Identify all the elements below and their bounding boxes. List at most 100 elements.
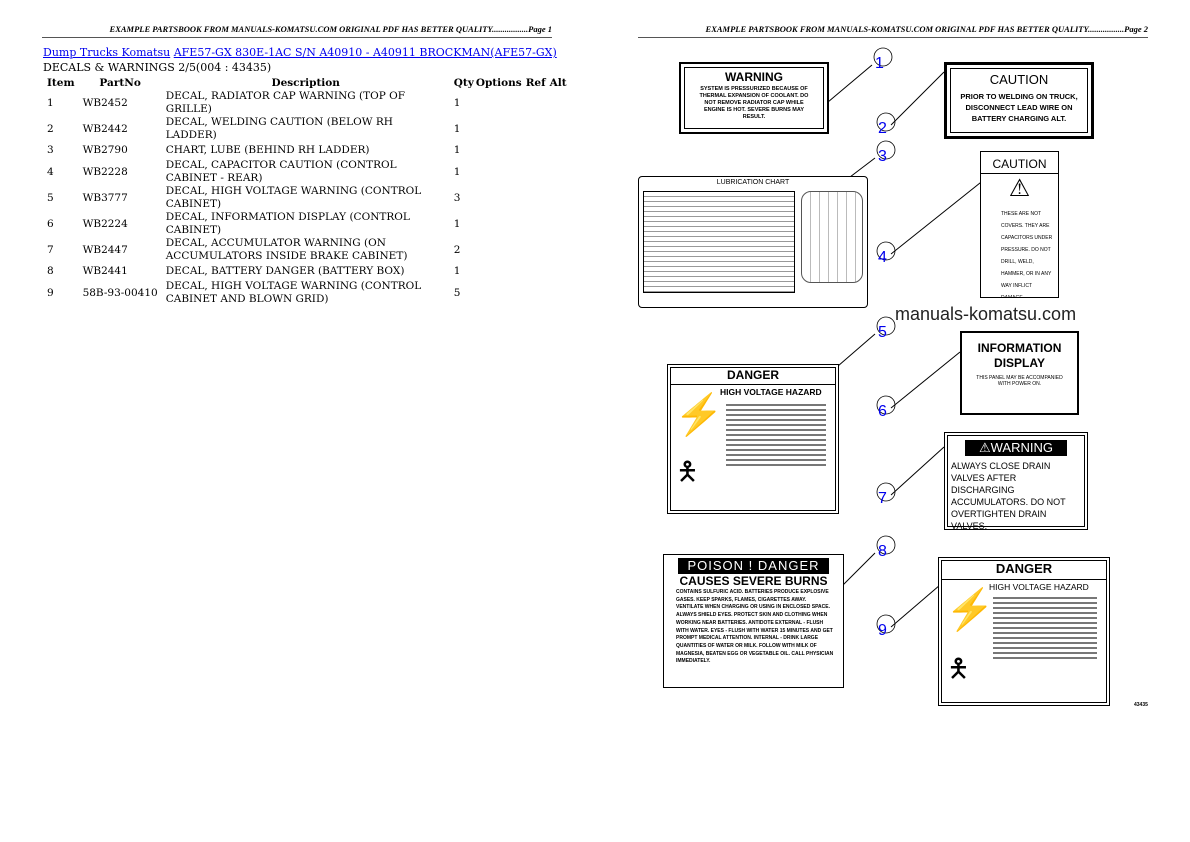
cell-item: 8 (47, 265, 54, 277)
cell-item: 4 (47, 165, 54, 178)
person-shock-icon: 🯅 (947, 653, 970, 683)
breadcrumb-link-model[interactable]: AFE57-GX 830E-1AC S/N A40910 - A40911 BR… (173, 46, 557, 59)
decal-capacitor-caution: CAUTION ⚠ THESE ARE NOT COVERS. THEY ARE… (980, 151, 1059, 298)
callout-number: 6 (878, 403, 887, 420)
decal-battery-danger: POISON ! DANGER CAUSES SEVERE BURNS CONT… (663, 554, 844, 688)
callout-number: 1 (875, 55, 884, 72)
warning-triangle-icon: ⚠ (1008, 175, 1031, 202)
lightning-bolt-icon: ⚡ (674, 393, 724, 437)
leader-line (849, 157, 876, 178)
callout-circle (873, 47, 893, 67)
col-options: Options (475, 77, 522, 89)
cell-partno: WB3777 (82, 191, 128, 204)
decal-subtitle: HIGH VOLTAGE HAZARD (989, 582, 1089, 592)
cell-description: DECAL, ACCUMULATOR WARNING (ON ACCUMULAT… (165, 237, 408, 262)
decal-text: CONTAINS SULFURIC ACID. BATTERIES PRODUC… (676, 589, 834, 665)
figure-number: 43435 (1134, 702, 1148, 708)
cell-qty: 1 (453, 265, 461, 277)
cell-description: DECAL, HIGH VOLTAGE WARNING (CONTROL CAB… (165, 280, 422, 305)
cell-item: 6 (47, 217, 54, 230)
callout-circle (876, 112, 896, 132)
decal-title: POISON ! DANGER (678, 558, 829, 574)
callout-number: 8 (878, 543, 887, 560)
cell-partno: WB2447 (82, 243, 128, 256)
callout-number: 7 (878, 490, 887, 507)
col-qty: Qty (453, 77, 474, 89)
lightning-bolt-icon: ⚡ (945, 588, 995, 632)
person-shock-icon: 🯅 (676, 456, 699, 486)
cell-partno: WB2228 (82, 165, 128, 178)
parts-table: Item PartNo Description Qty Options Ref … (43, 76, 569, 306)
callout-2: 2 (876, 71, 945, 137)
cell-description: DECAL, CAPACITOR CAUTION (CONTROL CABINE… (165, 159, 397, 184)
callout-circle (876, 140, 896, 160)
cell-qty: 1 (453, 144, 461, 156)
col-ref: Ref (525, 77, 546, 89)
decal-text: THESE ARE NOT COVERS. THEY ARE CAPACITOR… (1001, 211, 1053, 298)
cell-partno: WB2790 (82, 144, 128, 156)
decal-title: WARNING (725, 70, 783, 84)
decal-welding-caution: CAUTION PRIOR TO WELDING ON TRUCK, DISCO… (944, 62, 1094, 139)
callout-circle (876, 482, 896, 502)
leader-line (827, 64, 873, 103)
cell-partno: WB2442 (82, 122, 128, 135)
col-alt: Alt (549, 77, 567, 89)
cell-description: DECAL, HIGH VOLTAGE WARNING (CONTROL CAB… (165, 185, 422, 210)
callout-5: 5 (837, 316, 896, 367)
decal-radiator-warning: WARNING SYSTEM IS PRESSURIZED BECAUSE OF… (679, 62, 829, 134)
decal-text: THIS PANEL MAY BE ACCOMPANIED WITH POWER… (976, 375, 1063, 387)
callout-number: 4 (878, 249, 887, 266)
callout-7: 7 (876, 446, 945, 507)
decal-subtitle: CAUSES SEVERE BURNS (679, 574, 828, 588)
leader-line (890, 71, 945, 126)
page1-header: EXAMPLE PARTSBOOK FROM MANUALS-KOMATSU.C… (42, 24, 552, 38)
cell-qty: 5 (453, 286, 461, 299)
callout-8: 8 (842, 535, 896, 586)
watermark: manuals-komatsu.com (895, 304, 1077, 324)
warning-triangle-icon: ⚠ (978, 440, 991, 455)
cell-description: DECAL, INFORMATION DISPLAY (CONTROL CABI… (165, 211, 410, 236)
cell-item: 3 (47, 144, 54, 156)
callout-circle (876, 241, 896, 261)
leader-line (842, 552, 876, 586)
callout-number: 3 (878, 148, 887, 165)
cell-description: DECAL, WELDING CAUTION (BELOW RH LADDER) (165, 116, 393, 141)
leader-line (890, 351, 961, 409)
cell-partno: WB2452 (82, 96, 128, 109)
callout-circle (876, 395, 896, 415)
page2-header: EXAMPLE PARTSBOOK FROM MANUALS-KOMATSU.C… (638, 24, 1148, 38)
callout-circle (876, 316, 896, 336)
callout-number: 9 (878, 622, 887, 639)
decal-subtitle: HIGH VOLTAGE HAZARD (720, 387, 822, 397)
breadcrumb-link-category[interactable]: Dump Trucks Komatsu (43, 46, 171, 59)
decal-text: PRIOR TO WELDING ON TRUCK, DISCONNECT LE… (960, 92, 1078, 123)
decal-title: LUBRICATION CHART (716, 179, 790, 186)
cell-description: DECAL, BATTERY DANGER (BATTERY BOX) (165, 265, 405, 277)
table-row: 7 WB2447 DECAL, ACCUMULATOR WARNING (ON AC… (43, 237, 569, 263)
leader-line (890, 584, 941, 628)
decal-title: WARNING (990, 440, 1053, 455)
decal-information-display: INFORMATION DISPLAY THIS PANEL MAY BE AC… (960, 331, 1079, 415)
callout-number: 2 (878, 120, 887, 137)
callout-1: 1 (827, 47, 893, 103)
callout-9: 9 (876, 584, 941, 639)
cell-qty: 1 (453, 217, 461, 230)
decal-lubrication-chart: LUBRICATION CHART (638, 176, 868, 308)
cell-item: 7 (47, 243, 54, 256)
callout-6: 6 (876, 351, 961, 420)
callout-3: 3 (849, 140, 896, 178)
col-description: Description (271, 77, 340, 89)
callout-4: 4 (876, 174, 991, 266)
cell-qty: 1 (453, 165, 461, 178)
cell-description: DECAL, RADIATOR CAP WARNING (TOP OF GRIL… (165, 90, 405, 115)
col-item: Item (47, 77, 75, 89)
decal-title: INFORMATION DISPLAY (977, 341, 1062, 370)
callout-number: 5 (878, 324, 887, 341)
col-partno: PartNo (99, 77, 141, 89)
